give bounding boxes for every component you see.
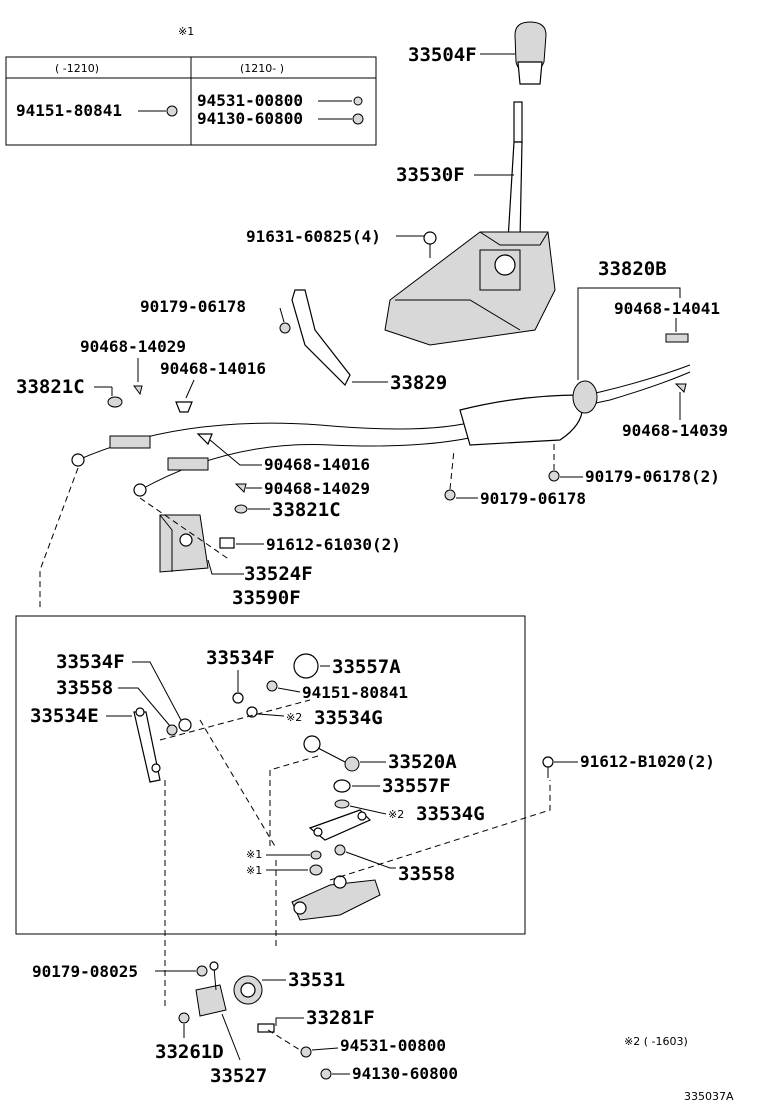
clip-icon (175, 401, 193, 413)
label-33558-right: 33558 (398, 863, 455, 885)
shift-lever-base-drawing (291, 875, 381, 921)
clip-icon (196, 433, 213, 446)
washer-icon (246, 706, 258, 718)
bolt-icon (542, 756, 554, 768)
label-33558-left: 33558 (56, 677, 113, 699)
cap-icon (293, 653, 319, 679)
figure-id: 335037A (684, 1090, 734, 1103)
washer-icon (309, 864, 323, 876)
label-91612-61030: 91612-61030(2) (266, 535, 401, 554)
bushing-icon (166, 724, 178, 736)
rod-33520A-drawing (303, 735, 360, 772)
cable-drawing (71, 364, 691, 497)
table-col2-part-1: 94531-00800 (197, 91, 303, 110)
label-33530F: 33530F (396, 164, 465, 186)
label-33520A: 33520A (388, 751, 457, 773)
shift-knob-drawing (480, 21, 547, 85)
label-33590F: 33590F (232, 587, 301, 609)
bushing-icon (234, 504, 248, 514)
label-90468-14016-mid: 90468-14016 (264, 455, 370, 474)
shift-lever-drawing (474, 101, 523, 241)
label-91612-B1020: 91612-B1020(2) (580, 752, 715, 771)
label-33534G-1: 33534G (314, 707, 383, 729)
nut-icon (300, 1046, 312, 1058)
label-94531-00800: 94531-00800 (340, 1036, 446, 1055)
label-90468-14016-top: 90468-14016 (160, 359, 266, 378)
label-94130-60800: 94130-60800 (352, 1064, 458, 1083)
label-94151-80841: 94151-80841 (302, 683, 408, 702)
bushing-icon (334, 844, 346, 856)
bushing-icon (178, 718, 192, 732)
shift-plate-drawing (308, 809, 372, 841)
housing-33527-drawing (195, 961, 227, 1017)
label-90468-14029-mid: 90468-14029 (264, 479, 370, 498)
lever-33534E-drawing (133, 707, 161, 783)
footnote: ※2 ( -1603) (624, 1035, 688, 1048)
label-33534F-left: 33534F (56, 651, 125, 673)
nut-icon (266, 680, 278, 692)
label-33557F: 33557F (382, 775, 451, 797)
bolt-icon (219, 537, 235, 549)
label-33821C-mid: 33821C (272, 499, 341, 521)
label-33281F: 33281F (306, 1007, 375, 1029)
label-90179-08025: 90179-08025 (32, 962, 138, 981)
clip-icon (674, 383, 687, 393)
subassembly-frame (15, 615, 526, 935)
label-90179-06178-mid: 90179-06178 (480, 489, 586, 508)
table-col1-part: 94151-80841 (16, 101, 122, 120)
bracket-33829-drawing (291, 289, 351, 387)
mark-1b: ※1 (246, 864, 262, 877)
nut-icon (320, 1068, 332, 1080)
nut-icon (353, 96, 363, 106)
label-90468-14041: 90468-14041 (614, 299, 720, 318)
table-col2-part-2: 94130-60800 (197, 109, 303, 128)
bushing-icon (107, 396, 123, 408)
note-mark: ※1 (178, 25, 194, 38)
label-90179-06178-2: 90179-06178(2) (585, 467, 720, 486)
bolt-icon (423, 231, 437, 245)
clip-icon (133, 385, 143, 396)
label-33557A: 33557A (332, 656, 401, 678)
cap-icon (333, 779, 351, 793)
label-90179-06178-top: 90179-06178 (140, 297, 246, 316)
bushing-icon (232, 692, 244, 704)
table-col1-header: ( -1210) (55, 62, 99, 75)
label-33524F: 33524F (244, 563, 313, 585)
washer-icon (334, 799, 350, 809)
label-33534G-2: 33534G (416, 803, 485, 825)
note-table: ※1 ( -1210) (1210- ) 94151-80841 94531-0… (5, 25, 377, 146)
nut-icon (279, 322, 291, 334)
label-33534F-right: 33534F (206, 647, 275, 669)
washer-icon (310, 850, 322, 860)
clip-icon (234, 483, 247, 493)
nut-icon (548, 470, 560, 482)
label-33527: 33527 (210, 1065, 267, 1087)
label-33820B: 33820B (598, 258, 667, 280)
label-90468-14039: 90468-14039 (622, 421, 728, 440)
pin-icon (257, 1023, 275, 1033)
label-90468-14029-top: 90468-14029 (80, 337, 186, 356)
bracket-33524F-drawing (159, 514, 209, 573)
bracket-33531-drawing (233, 975, 263, 1005)
mark-2b: ※2 (388, 808, 404, 821)
mark-1a: ※1 (246, 848, 262, 861)
table-col2-header: (1210- ) (240, 62, 284, 75)
label-33821C-left: 33821C (16, 376, 85, 398)
nut-icon (352, 113, 364, 125)
label-33504F: 33504F (408, 44, 477, 66)
label-33829: 33829 (390, 372, 447, 394)
nut-icon (166, 105, 178, 117)
label-33261D: 33261D (155, 1041, 224, 1063)
label-33531: 33531 (288, 969, 345, 991)
shift-housing-drawing (384, 231, 556, 346)
nut-icon (196, 965, 208, 977)
mark-2a: ※2 (286, 711, 302, 724)
label-33534E: 33534E (30, 705, 99, 727)
clip-icon (665, 333, 689, 343)
nut-icon (178, 1012, 190, 1024)
nut-icon (444, 489, 456, 501)
label-91631-60825: 91631-60825(4) (246, 227, 381, 246)
